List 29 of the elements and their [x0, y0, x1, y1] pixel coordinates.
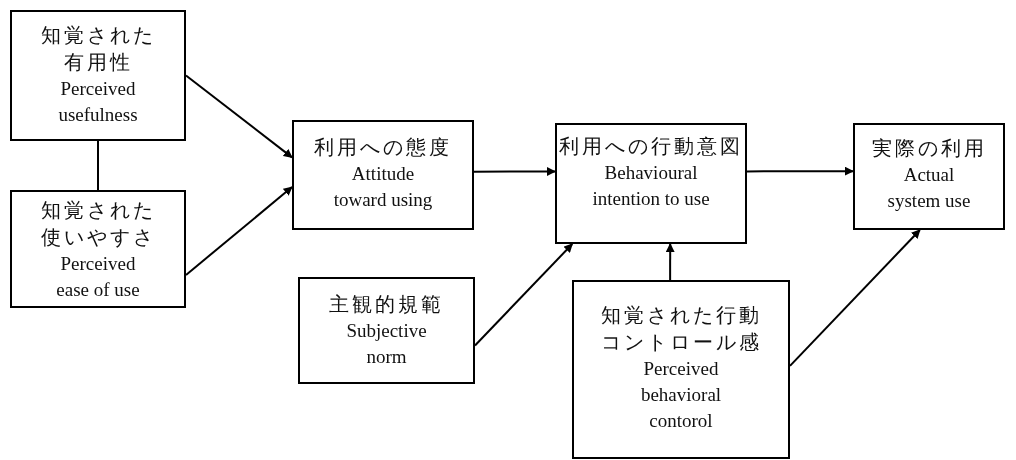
- japanese-label: 知覚された有用性: [39, 23, 157, 75]
- japanese-label: 実際の利用: [870, 136, 988, 161]
- arrow: [474, 243, 574, 347]
- english-label: Attitude toward using: [332, 162, 434, 212]
- concept-box: [853, 123, 1005, 230]
- english-label: Perceived usefulness: [57, 77, 139, 127]
- arrow: [789, 229, 921, 367]
- english-label: Perceived ease of use: [55, 252, 141, 302]
- english-label: Actual system use: [886, 163, 972, 213]
- connector-line: [97, 140, 99, 191]
- english-label: Subjective norm: [345, 319, 428, 369]
- arrow: [185, 186, 293, 276]
- japanese-label: 主観的規範: [328, 292, 445, 317]
- english-label: Behavioural intention to use: [591, 161, 711, 211]
- japanese-label: 利用への態度: [313, 135, 453, 160]
- arrow: [185, 74, 293, 159]
- japanese-label: 知覚された行動コントロール感: [599, 303, 763, 355]
- concept-box: [572, 280, 790, 459]
- concept-box: [292, 120, 474, 230]
- arrow: [473, 166, 556, 176]
- arrow: [746, 166, 854, 176]
- concept-box: [10, 10, 186, 141]
- concept-box: [298, 277, 475, 384]
- concept-box: [555, 123, 747, 244]
- arrow: [665, 243, 675, 281]
- english-label: Perceived behavioral contorol: [639, 357, 723, 433]
- japanese-label: 利用への行動意図: [558, 134, 744, 159]
- japanese-label: 知覚された使いやすさ: [39, 198, 157, 250]
- concept-box: [10, 190, 186, 308]
